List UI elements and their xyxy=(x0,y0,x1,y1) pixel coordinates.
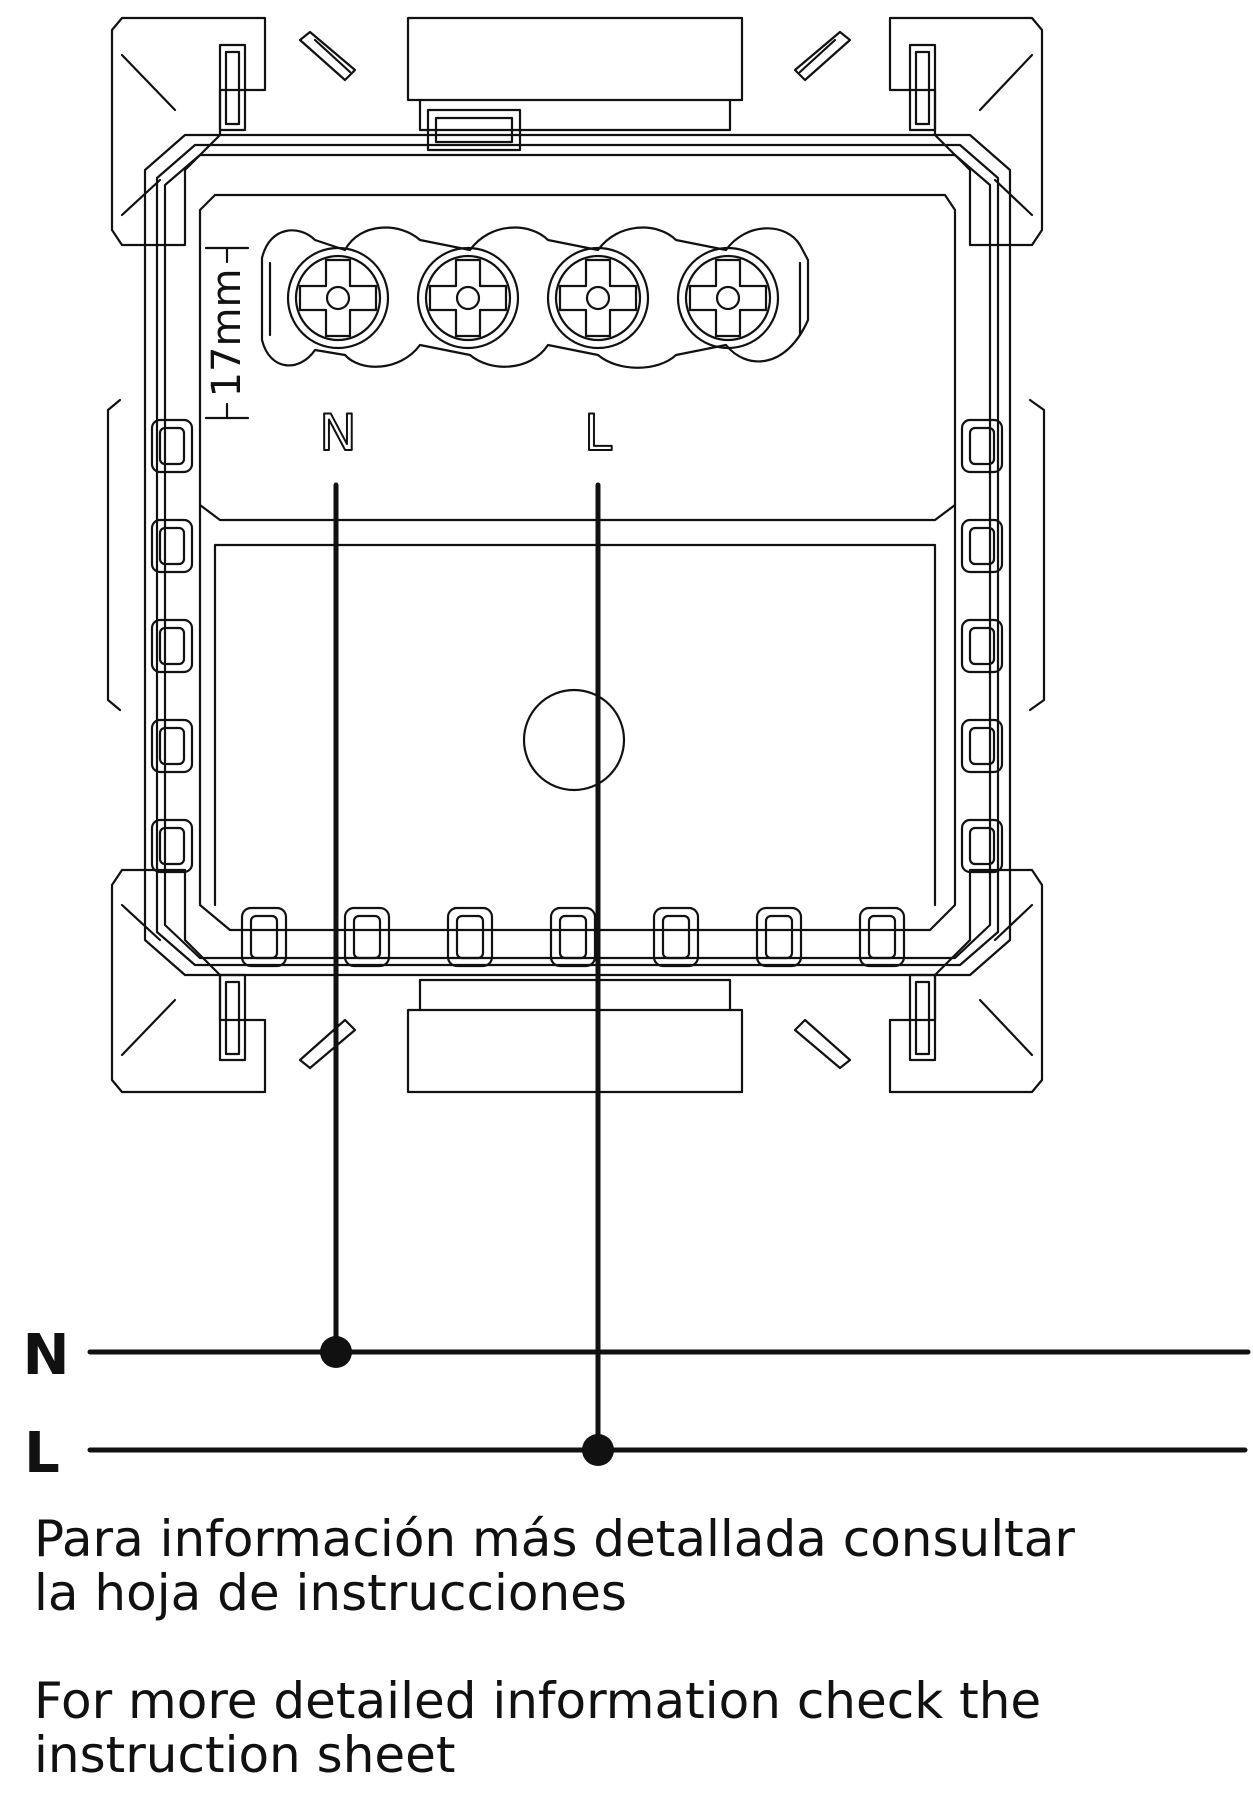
strip-length-label: 17mm xyxy=(204,269,250,398)
frame-tab-top xyxy=(406,16,744,102)
terminal-screw-3 xyxy=(546,246,650,350)
frame-corner-top-left xyxy=(110,16,267,247)
frame-corner-bottom-right xyxy=(888,868,1044,1094)
terminal-block xyxy=(260,226,810,369)
wiring-diagram: 17mm N L N L xyxy=(23,16,1251,1486)
side-latches-left xyxy=(106,398,194,874)
terminal-label-l: L xyxy=(584,404,612,462)
terminal-label-n: N xyxy=(319,404,356,462)
bottom-latches xyxy=(240,906,906,968)
terminal-screws xyxy=(286,246,780,350)
center-knockout xyxy=(522,688,626,792)
housing-outer xyxy=(143,133,1012,977)
device-body: 17mm N L xyxy=(106,16,1046,1094)
notes: Para información más detallada consultar… xyxy=(34,1512,1234,1782)
supply-label-n: N xyxy=(23,1323,70,1388)
strip-length-gauge: 17mm xyxy=(204,246,250,420)
housing-recess xyxy=(198,193,957,522)
terminal-screw-2 xyxy=(416,246,520,350)
junction-l xyxy=(582,1434,614,1466)
side-latches-right xyxy=(960,398,1046,874)
terminal-screw-1 xyxy=(286,246,390,350)
junction-n xyxy=(320,1336,352,1368)
wiring xyxy=(87,482,1251,1453)
note-spanish: Para información más detallada consultar… xyxy=(34,1510,1075,1622)
note-english: For more detailed information check the … xyxy=(34,1672,1042,1784)
frame-corner-bottom-left xyxy=(110,868,267,1094)
frame-tab-bottom xyxy=(406,1008,744,1094)
supply-label-l: L xyxy=(24,1421,60,1486)
frame-corner-top-right xyxy=(888,16,1044,247)
terminal-screw-4 xyxy=(676,246,780,350)
